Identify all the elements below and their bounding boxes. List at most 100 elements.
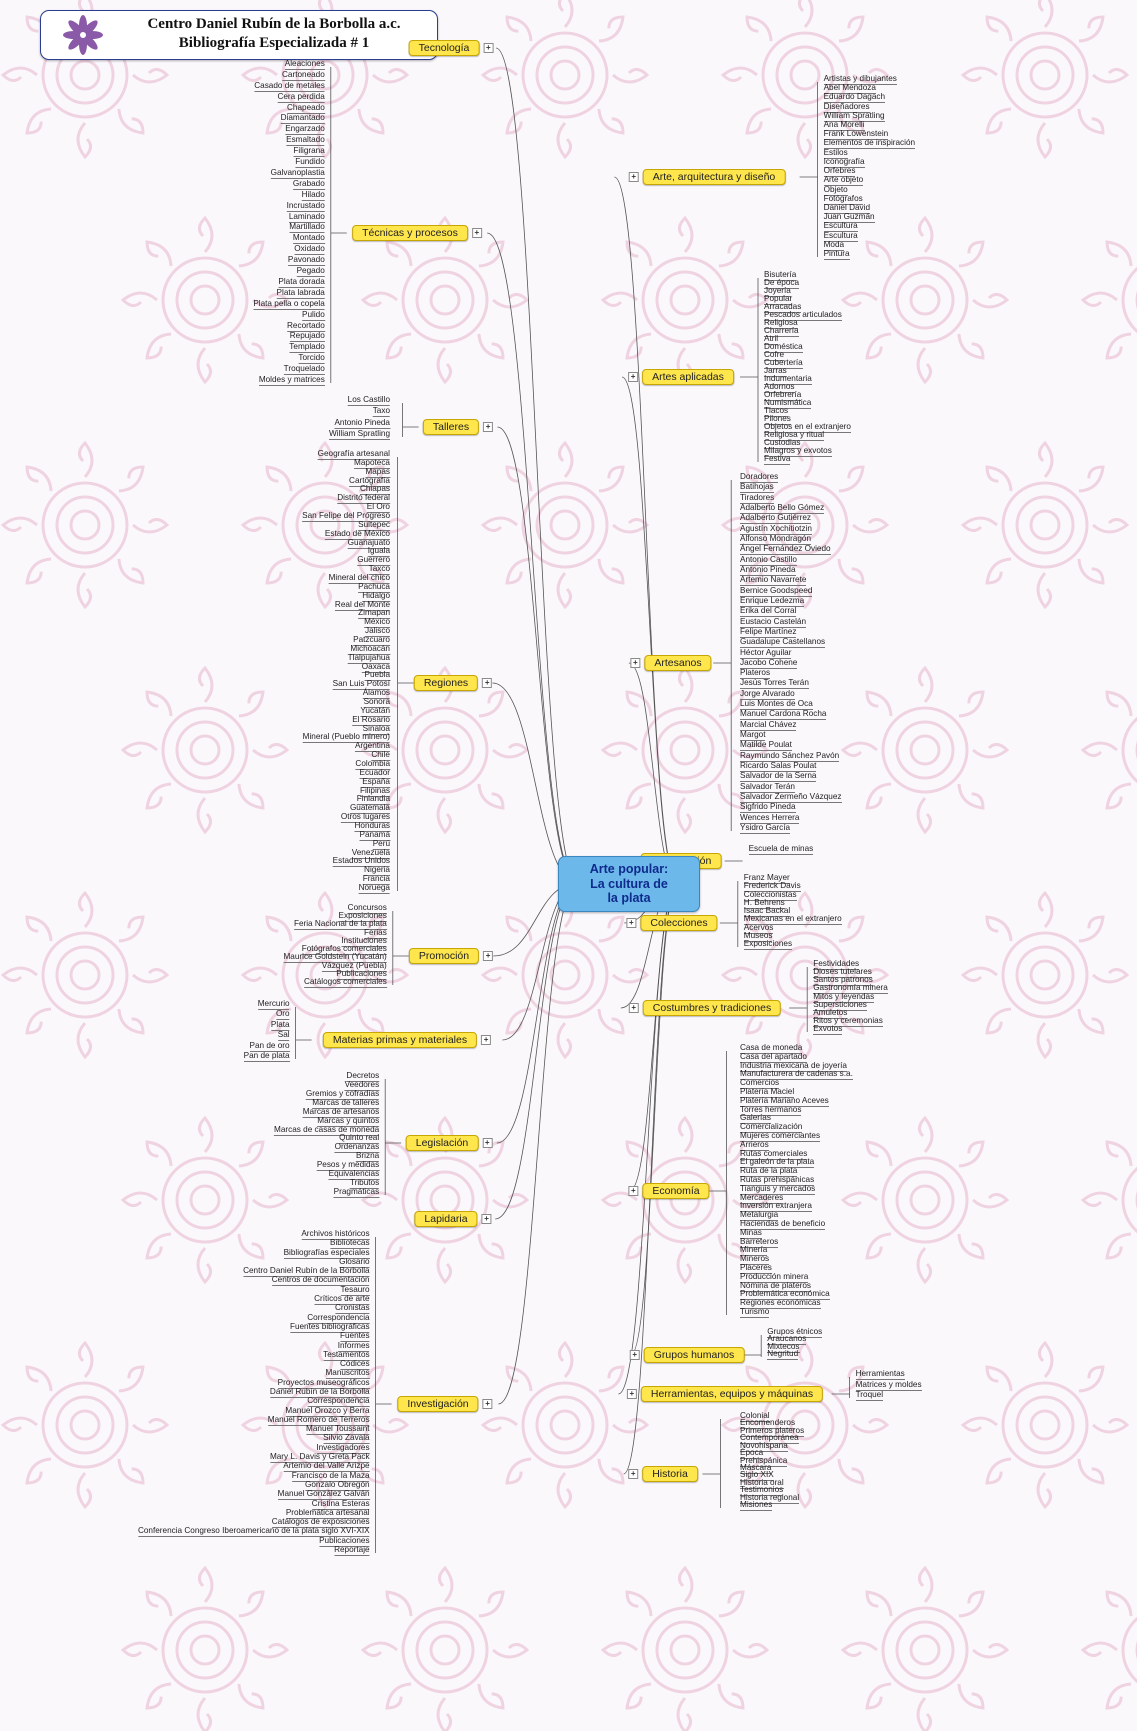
branch-item[interactable]: Los Castillo xyxy=(347,395,390,406)
branch-item[interactable]: Ricardo Salas Poulat xyxy=(740,761,817,773)
branch-item[interactable]: Juan Guzmán xyxy=(823,212,875,224)
branch-item[interactable]: Hidalgo xyxy=(362,590,390,602)
branch-item[interactable]: Haciendas de beneficio xyxy=(740,1219,826,1230)
branch-item[interactable]: Agustín Xochitiotzin xyxy=(740,523,812,535)
branch-item[interactable]: William Spratling xyxy=(823,110,885,122)
branch-item[interactable]: Chapeado xyxy=(287,102,325,114)
branch-item[interactable]: H. Behrens xyxy=(743,897,785,909)
branch-item[interactable]: Supersticiones xyxy=(813,999,867,1011)
topic-right-1[interactable]: Artes aplicadas+ xyxy=(628,369,734,385)
branch-item[interactable]: Atril xyxy=(764,334,779,345)
branch-item[interactable]: Daniel David xyxy=(823,202,871,214)
branch-item[interactable]: Torcido xyxy=(298,353,325,365)
branch-item[interactable]: Erika del Corral xyxy=(740,606,797,618)
branch-item[interactable]: Iconografía xyxy=(823,156,865,168)
branch-item[interactable]: Sinaloa xyxy=(362,723,390,735)
branch-item[interactable]: Objetos en el extranjero xyxy=(764,422,851,433)
expand-toggle-icon[interactable]: + xyxy=(626,1389,637,1399)
branch-item[interactable]: Archivos históricos xyxy=(301,1229,370,1240)
branch-item[interactable]: Montado xyxy=(292,233,325,245)
branch-item[interactable]: Charrería xyxy=(764,326,799,337)
branch-item[interactable]: México xyxy=(364,617,390,629)
branch-item[interactable]: Manuel Orozco y Berra xyxy=(285,1405,370,1417)
branch-item[interactable]: Abel Mendoza xyxy=(823,83,876,95)
branch-item[interactable]: Misiones xyxy=(740,1500,773,1511)
topic-left-5[interactable]: Materias primas y materiales+ xyxy=(322,1032,492,1048)
branch-item[interactable]: Ritos y ceremonias xyxy=(813,1015,883,1027)
branch-item[interactable]: Tributos xyxy=(349,1178,380,1190)
branch-item[interactable]: Religiosa xyxy=(764,318,798,329)
branch-item[interactable]: Franz Mayer xyxy=(743,873,790,884)
branch-item[interactable]: Artistas y dibujantes xyxy=(823,74,897,85)
branch-item[interactable]: Gonzalo Obregón xyxy=(304,1479,370,1491)
branch-item[interactable]: Ana Morelli xyxy=(823,120,865,132)
branch-item[interactable]: Ordenanzas xyxy=(334,1142,380,1154)
branch-item[interactable]: Manuel Toussaint xyxy=(306,1424,370,1436)
branch-item[interactable]: Patzcuaro xyxy=(353,635,390,646)
branch-item[interactable]: Cartoneado xyxy=(282,69,325,81)
branch-item[interactable]: Jalisco xyxy=(364,626,390,638)
branch-item[interactable]: Galerías xyxy=(740,1113,771,1125)
branch-item[interactable]: Bisutería xyxy=(764,270,797,281)
branch-item[interactable]: Otros lugares xyxy=(340,812,390,824)
branch-item[interactable]: Cristina Esteras xyxy=(311,1498,370,1510)
branch-item[interactable]: Guadalupe Castellanos xyxy=(740,637,826,649)
expand-toggle-icon[interactable]: + xyxy=(628,372,639,382)
branch-item[interactable]: Filipinas xyxy=(359,785,390,797)
branch-item[interactable]: Guatemala xyxy=(349,803,390,815)
branch-item[interactable]: Torres hermanos xyxy=(740,1104,802,1116)
branch-item[interactable]: Mixtecos xyxy=(767,1341,800,1353)
branch-item[interactable]: Correspondencia xyxy=(307,1396,370,1408)
branch-item[interactable]: Joyería xyxy=(764,286,791,297)
branch-item[interactable]: Aleaciones xyxy=(284,59,325,70)
branch-item[interactable]: Testimonios xyxy=(740,1485,784,1497)
branch-item[interactable]: Incrustado xyxy=(286,200,325,212)
branch-item[interactable]: Jarras xyxy=(764,366,787,377)
branch-item[interactable]: Turismo xyxy=(740,1307,770,1318)
branch-item[interactable]: Felipe Martínez xyxy=(740,626,797,638)
expand-toggle-icon[interactable]: + xyxy=(483,43,494,53)
branch-item[interactable]: Esmaltado xyxy=(286,135,325,147)
expand-toggle-icon[interactable]: + xyxy=(626,918,637,928)
branch-item[interactable]: Distrito federal xyxy=(337,493,390,505)
branch-item[interactable]: Placeres xyxy=(740,1263,772,1274)
branch-item[interactable]: Oro xyxy=(275,1009,290,1021)
topic-left-2[interactable]: Talleres+ xyxy=(422,419,494,435)
branch-item[interactable]: Equivalencias xyxy=(328,1169,380,1181)
branch-item[interactable]: Exposiciones xyxy=(338,911,387,923)
branch-item[interactable]: Mineral (Pueblo minero) xyxy=(302,732,390,744)
topic-right-4[interactable]: Colecciones+ xyxy=(626,915,718,931)
branch-item[interactable]: Plata dorada xyxy=(278,276,325,288)
branch-item[interactable]: Proyectos museográficos xyxy=(277,1377,370,1389)
branch-item[interactable]: Mary L. Davis y Greta Pack xyxy=(269,1452,370,1464)
branch-item[interactable]: Bernice Goodspeed xyxy=(740,585,813,597)
branch-item[interactable]: Nómina de plateros xyxy=(740,1280,811,1292)
branch-item[interactable]: Amuletos xyxy=(813,1007,848,1019)
branch-item[interactable]: Real del Monte xyxy=(334,599,390,611)
branch-item[interactable]: Minas xyxy=(740,1227,762,1239)
expand-toggle-icon[interactable]: + xyxy=(482,1399,493,1409)
branch-item[interactable]: Escuela de minas xyxy=(748,844,814,855)
branch-item[interactable]: Taxco xyxy=(368,564,390,576)
branch-item[interactable]: Antonio Pineda xyxy=(334,417,390,429)
branch-item[interactable]: Cartografía xyxy=(349,475,390,487)
branch-item[interactable]: Yucatán xyxy=(360,705,390,717)
branch-item[interactable]: Troquelado xyxy=(283,364,325,376)
branch-item[interactable]: Plata xyxy=(270,1019,290,1031)
branch-item[interactable]: Dioses tutelares xyxy=(813,967,872,979)
expand-toggle-icon[interactable]: + xyxy=(483,422,494,432)
branch-item[interactable]: Mercurio xyxy=(257,999,290,1010)
branch-item[interactable]: El Rosario xyxy=(352,714,390,726)
branch-item[interactable]: Marcial Chávez xyxy=(740,719,797,731)
branch-item[interactable]: Manuel Romero de Terreros xyxy=(267,1414,370,1426)
branch-item[interactable]: Investigadores xyxy=(316,1442,370,1454)
branch-item[interactable]: Jacobo Cohene xyxy=(740,657,798,669)
branch-item[interactable]: Templado xyxy=(289,342,325,354)
branch-item[interactable]: Contemporánea xyxy=(740,1433,799,1445)
branch-item[interactable]: Eustacio Castelán xyxy=(740,616,806,628)
branch-item[interactable]: Fuentes bibliográficas xyxy=(289,1321,370,1333)
branch-item[interactable]: San Luis Potosí xyxy=(332,679,390,691)
branch-item[interactable]: Ruta de la plata xyxy=(740,1166,798,1178)
topic-right-2[interactable]: Artesanos+ xyxy=(630,655,712,671)
branch-item[interactable]: Galvanoplastia xyxy=(270,167,325,179)
